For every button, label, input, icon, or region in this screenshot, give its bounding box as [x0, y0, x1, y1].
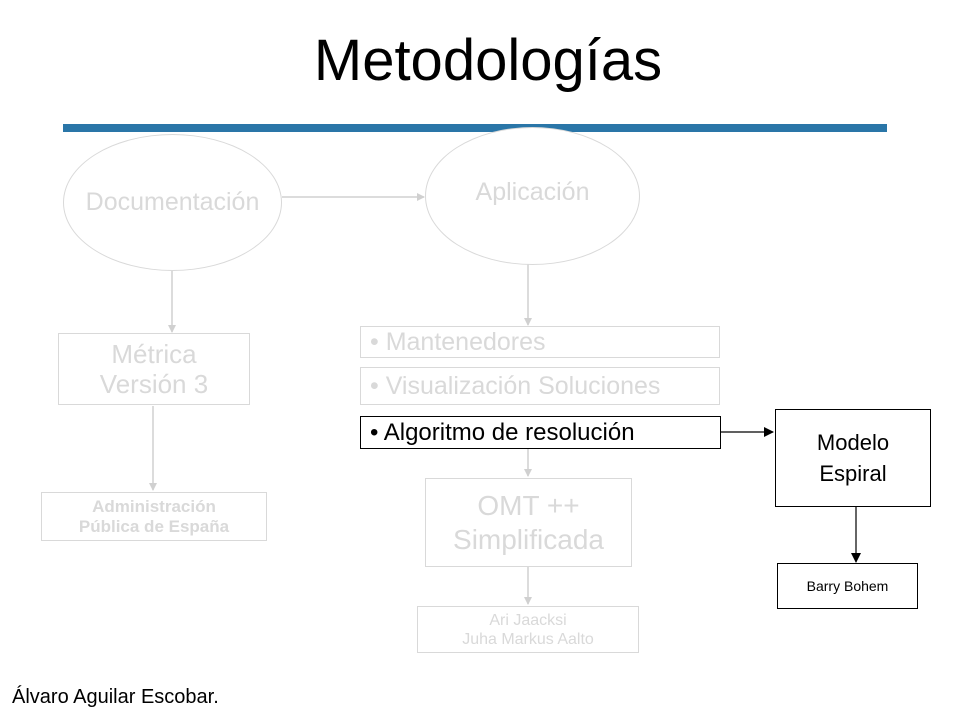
barry-bohem-label: Barry Bohem	[806, 578, 889, 594]
modelo-espiral-box: Modelo Espiral	[775, 409, 931, 507]
administracion-line2: Pública de España	[78, 516, 230, 536]
documentacion-label: Documentación	[85, 188, 260, 216]
visualizacion-bullet: • Visualización Soluciones	[360, 367, 720, 405]
omt-author2: Juha Markus Aalto	[462, 630, 594, 648]
modelo-line2: Espiral	[819, 461, 887, 486]
metrica-line1: Métrica	[111, 339, 197, 369]
omt-line1: OMT ++	[477, 489, 580, 521]
metrica-box: Métrica Versión 3	[58, 333, 250, 405]
algoritmo-bullet: • Algoritmo de resolución	[360, 416, 721, 449]
metrica-line2: Versión 3	[99, 369, 209, 399]
algoritmo-label: • Algoritmo de resolución	[370, 418, 635, 446]
documentacion-ellipse: Documentación	[63, 134, 282, 271]
title-underline-bar	[63, 124, 887, 132]
mantenedores-label: • Mantenedores	[370, 327, 546, 356]
barry-bohem-box: Barry Bohem	[777, 563, 918, 609]
omt-line2: Simplificada	[453, 523, 604, 555]
visualizacion-label: • Visualización Soluciones	[370, 371, 661, 400]
slide-title: Metodologías	[313, 28, 663, 93]
omt-authors-box: Ari Jaacksi Juha Markus Aalto	[417, 606, 639, 653]
modelo-line1: Modelo	[816, 430, 890, 455]
aplicacion-label: Aplicación	[475, 177, 590, 206]
author-footer: Álvaro Aguilar Escobar.	[12, 686, 219, 708]
administracion-line1: Administración	[92, 496, 216, 516]
administracion-box: Administración Pública de España	[41, 492, 267, 541]
mantenedores-bullet: • Mantenedores	[360, 326, 720, 358]
omt-author1: Ari Jaacksi	[489, 611, 567, 629]
omt-box: OMT ++ Simplificada	[425, 478, 632, 567]
aplicacion-ellipse: Aplicación	[425, 127, 640, 265]
